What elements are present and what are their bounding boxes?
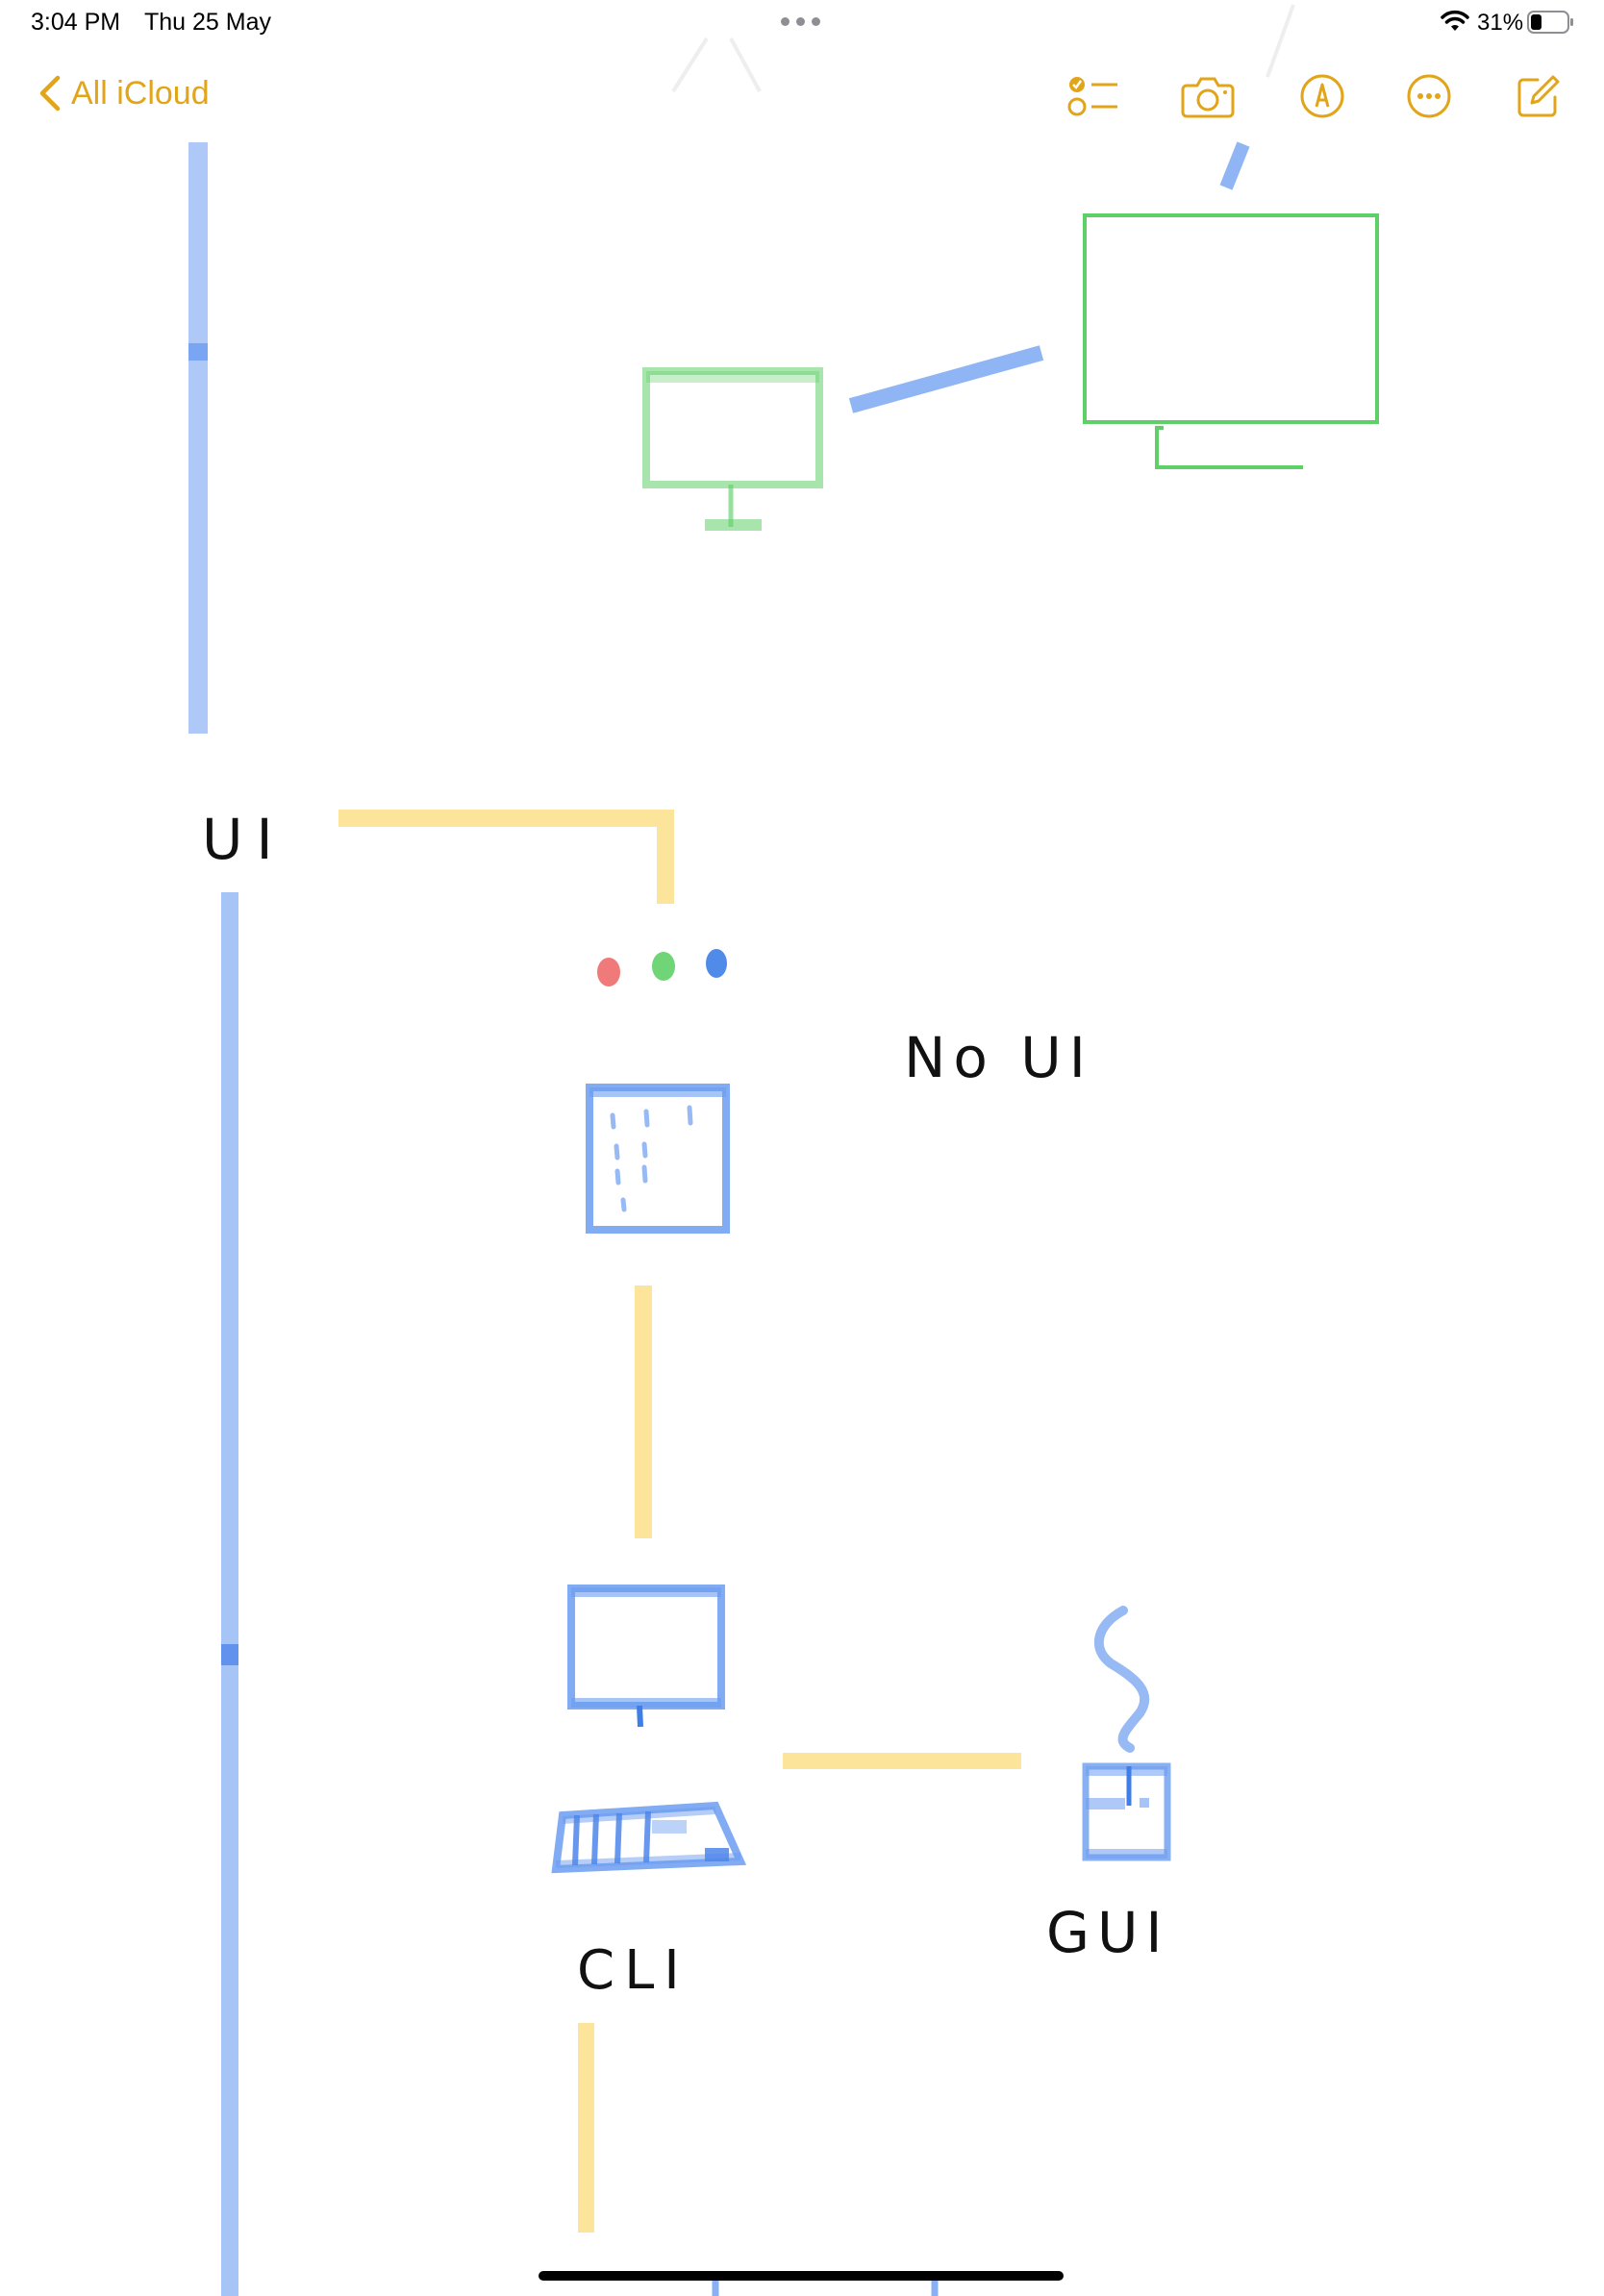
label-cli: CLI [577,1939,689,2002]
connector-stroke-top [1219,141,1250,190]
terminal-monitor-sketch [567,1585,725,1728]
pen-circle-icon [1300,74,1344,118]
connector-cli-down [578,2023,594,2233]
compose-icon [1517,75,1560,117]
connector-yellow-vertical [635,1285,652,1538]
status-indicators: 31% [1441,8,1575,37]
markup-button[interactable] [1293,67,1351,125]
battery-percent: 31% [1477,10,1524,36]
faint-strokes [671,4,1295,93]
timeline-line-top [188,142,208,734]
compose-button[interactable] [1510,67,1567,125]
label-gui: GUI [1046,1900,1170,1965]
label-ui: UI [202,807,287,872]
camera-icon [1181,77,1235,118]
window-sketch [586,1084,730,1234]
camera-button[interactable] [1179,67,1237,125]
wifi-icon [1441,10,1469,31]
more-button[interactable] [1400,67,1458,125]
keyboard-sketch [551,1801,747,1874]
chevron-left-icon [39,75,61,112]
connector-cli-gui [783,1753,1021,1769]
small-monitor-sketch [642,367,823,531]
back-button[interactable]: All iCloud [38,69,210,117]
status-bar: 3:04 PM Thu 25 May 31% [0,0,1604,44]
battery-icon [1527,11,1573,34]
status-date: Thu 25 May [144,9,272,36]
monitor-connector [848,345,1044,413]
notes-toolbar: All iCloud [0,58,1604,135]
checklist-icon [1067,77,1117,116]
checklist-button[interactable] [1065,67,1122,125]
timeline-line-bottom [221,892,238,2296]
squiggle-sketch [1093,1606,1150,1753]
back-label: All iCloud [71,74,210,112]
traffic-light-dots [597,949,727,986]
status-time: 3:04 PM [31,9,121,36]
label-no-ui: No UI [904,1025,1093,1090]
multitasking-handle[interactable] [781,17,823,27]
ellipsis-circle-icon [1407,74,1451,118]
ui-branch-line [338,810,674,904]
gui-box-sketch [1082,1762,1171,1861]
home-indicator[interactable] [539,2271,1064,2281]
large-monitor-sketch [1083,213,1379,469]
